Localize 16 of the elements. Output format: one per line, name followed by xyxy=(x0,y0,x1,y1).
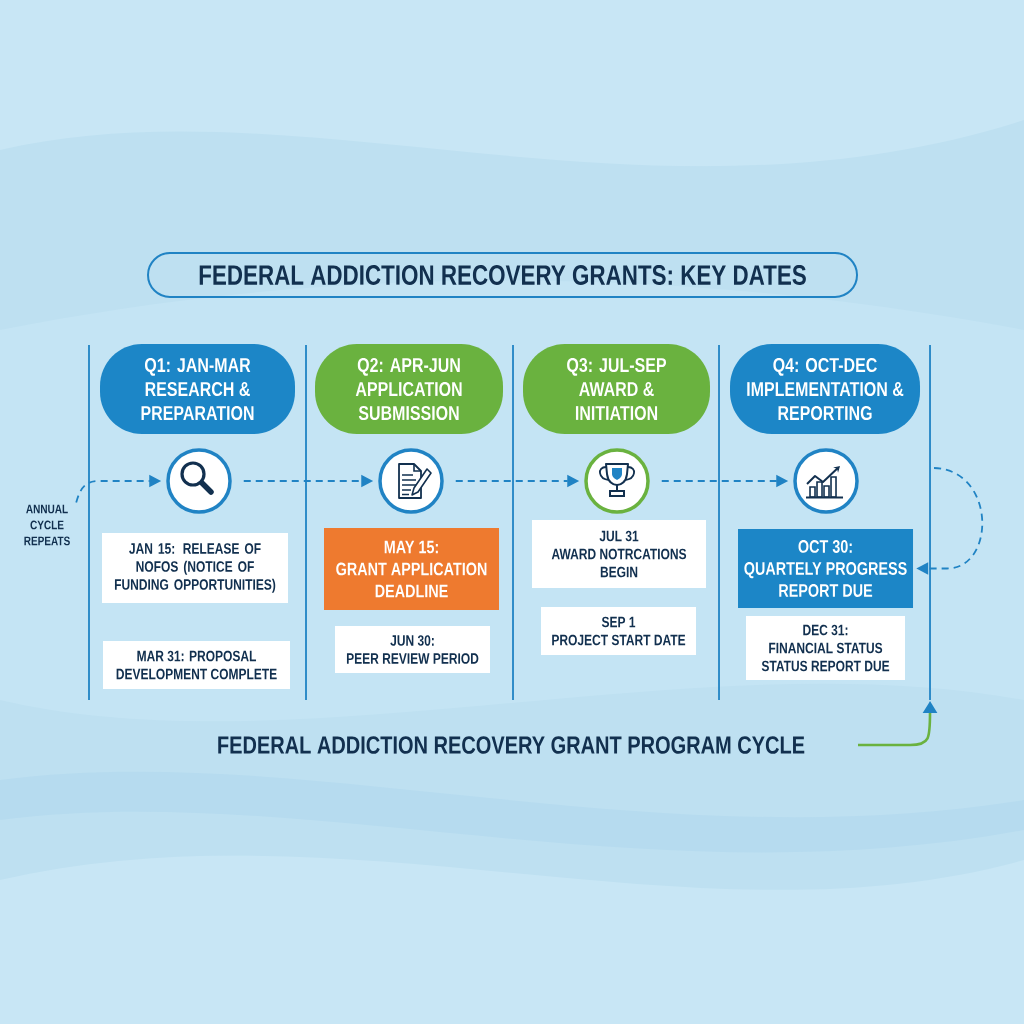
phase-pill: Q1: JAN-MAR RESEARCH & PREPARATION xyxy=(100,344,295,434)
date-box: JUN 30: PEER REVIEW PERIOD xyxy=(335,626,490,673)
highlight-box: OCT 30: QUARTELY PROGRESS REPORT DUE xyxy=(738,529,913,608)
date-box: DEC 31: FINANCIAL STATUS STATUS REPORT DUE xyxy=(746,616,905,680)
highlight-box: MAY 15: GRANT APPLICATION DEADLINE xyxy=(324,528,499,610)
icon-circle xyxy=(166,448,232,514)
title-banner: FEDERAL ADDICTION RECOVERY GRANTS: KEY DATES xyxy=(147,252,858,298)
caption: FEDERAL ADDICTION RECOVERY GRANT PROGRAM CYCLE xyxy=(218,736,805,754)
icon-circle xyxy=(793,448,859,514)
phase-pill: Q2: APR-JUN APPLICATION SUBMISSION xyxy=(315,344,503,434)
annotation-text: ANNUAL CYCLE REPEATS xyxy=(24,504,70,546)
date-box: JUL 31 AWARD NOTRCATIONS BEGIN xyxy=(532,520,706,588)
date-box: JAN 15: RELEASE OF NOFOS (NOTICE OF FUNDING OPPORTUNITIES) xyxy=(102,533,288,603)
phase-pill: Q4: OCT-DEC IMPLEMENTATION & REPORTING xyxy=(730,344,920,434)
date-box: MAR 31: PROPOSAL DEVELOPMENT COMPLETE xyxy=(103,641,290,689)
date-box: SEP 1 PROJECT START DATE xyxy=(541,607,696,655)
